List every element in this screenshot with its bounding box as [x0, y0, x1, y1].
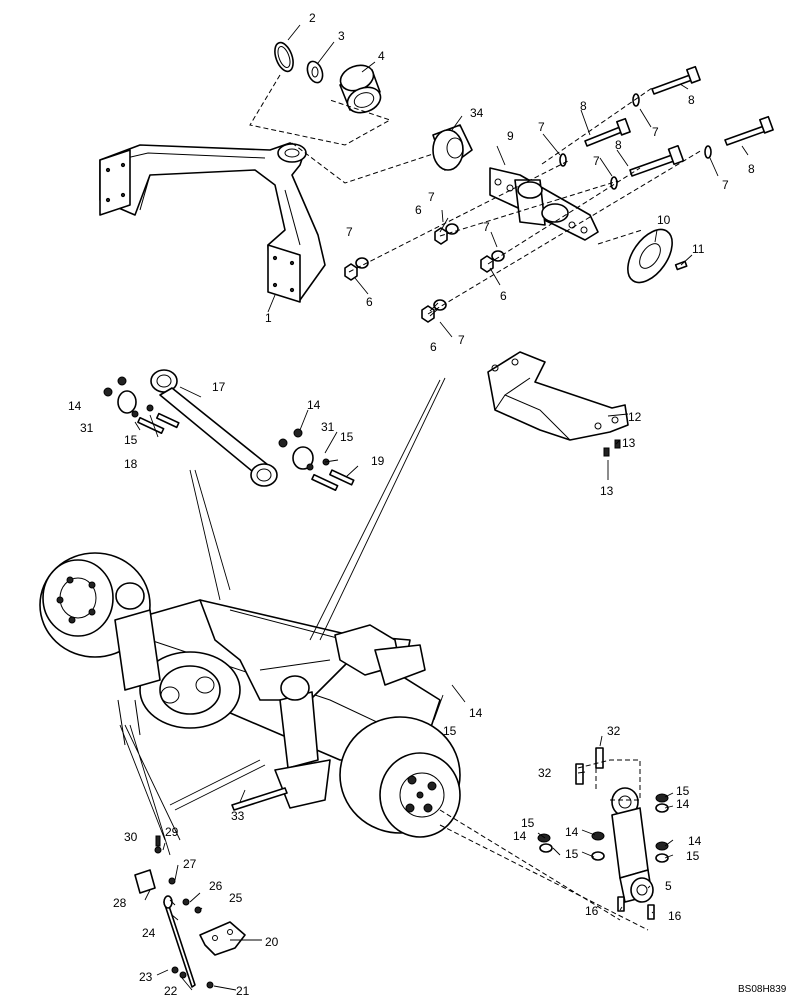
- callout-7e: 7: [538, 120, 545, 134]
- pendulum-bracket: [99, 142, 326, 303]
- callout-32b: 32: [538, 766, 552, 780]
- callout-27: 27: [183, 857, 197, 871]
- bushing: [339, 64, 382, 114]
- callout-14e: 14: [565, 825, 579, 839]
- leader-lines: [134, 24, 749, 991]
- callout-13b: 13: [600, 484, 614, 498]
- callout-24: 24: [142, 926, 156, 940]
- callout-20: 20: [265, 935, 279, 949]
- callout-15g: 15: [686, 849, 700, 863]
- callout-34: 34: [470, 106, 484, 120]
- callout-11: 11: [692, 242, 705, 256]
- callout-22: 22: [164, 984, 178, 998]
- callout-17: 17: [212, 380, 226, 394]
- callout-7a: 7: [346, 225, 353, 239]
- callout-8b: 8: [615, 138, 622, 152]
- callout-7b: 7: [428, 190, 435, 204]
- callout-14d: 14: [513, 829, 527, 843]
- torque-rod: [150, 369, 278, 487]
- shock-absorber: [611, 787, 654, 903]
- callout-30: 30: [124, 830, 138, 844]
- callout-labels: 1 2 3 4 5 6 6 6 6 7 7 7 7 7 7 7 7 8 8 8 …: [68, 11, 755, 998]
- callout-15a: 15: [124, 433, 138, 447]
- mounting-bracket: [487, 351, 629, 441]
- callout-15f: 15: [676, 784, 690, 798]
- callout-1: 1: [265, 311, 272, 325]
- rod-bushing-left: [103, 376, 180, 435]
- callout-7d: 7: [458, 333, 465, 347]
- callout-10: 10: [657, 213, 671, 227]
- callout-26: 26: [209, 879, 223, 893]
- callout-7c: 7: [483, 220, 490, 234]
- callout-31b: 31: [321, 420, 335, 434]
- axle-assembly: [39, 552, 461, 838]
- drawing-reference-code: BS08H839: [738, 984, 787, 995]
- callout-19: 19: [371, 454, 385, 468]
- callout-29: 29: [165, 825, 179, 839]
- callout-9: 9: [507, 129, 514, 143]
- shock-hardware: [537, 747, 669, 920]
- callout-13a: 13: [622, 436, 636, 450]
- callout-15e: 15: [565, 847, 579, 861]
- small-bolts: [603, 439, 621, 457]
- callout-15b: 15: [340, 430, 354, 444]
- bolts: [584, 65, 774, 177]
- callout-32a: 32: [607, 724, 621, 738]
- height-sensor-linkage: [134, 835, 246, 989]
- callout-14c: 14: [469, 706, 483, 720]
- callout-14g: 14: [688, 834, 702, 848]
- callout-28: 28: [113, 896, 127, 910]
- callout-23: 23: [139, 970, 153, 984]
- callout-14b: 14: [307, 398, 321, 412]
- callout-33: 33: [231, 809, 245, 823]
- callout-3: 3: [338, 29, 345, 43]
- callout-6d: 6: [430, 340, 437, 354]
- callout-16b: 16: [668, 909, 682, 923]
- callout-14f: 14: [676, 797, 690, 811]
- rubber-mount: [432, 124, 473, 171]
- callout-4: 4: [378, 49, 385, 63]
- screw: [674, 260, 688, 271]
- callout-8a: 8: [580, 99, 587, 113]
- callout-16a: 16: [585, 904, 599, 918]
- callout-2: 2: [309, 11, 316, 25]
- callout-5: 5: [665, 879, 672, 893]
- callout-21: 21: [236, 984, 250, 998]
- callout-12: 12: [628, 410, 642, 424]
- callout-6a: 6: [366, 295, 373, 309]
- snap-ring: [274, 41, 294, 73]
- callout-8d: 8: [748, 162, 755, 176]
- callout-15d: 15: [521, 816, 535, 830]
- callout-14a: 14: [68, 399, 82, 413]
- rod-bushing-right: [278, 428, 355, 492]
- callout-8c: 8: [688, 93, 695, 107]
- callout-6c: 6: [500, 289, 507, 303]
- shim-plate: [627, 228, 673, 284]
- callout-31a: 31: [80, 421, 94, 435]
- callout-7h: 7: [722, 178, 729, 192]
- callout-15c: 15: [443, 724, 457, 738]
- callout-7f: 7: [593, 154, 600, 168]
- callout-7g: 7: [652, 125, 659, 139]
- callout-25: 25: [229, 891, 243, 905]
- callout-18: 18: [124, 457, 138, 471]
- callout-6b: 6: [415, 203, 422, 217]
- thrust-washer: [306, 60, 324, 84]
